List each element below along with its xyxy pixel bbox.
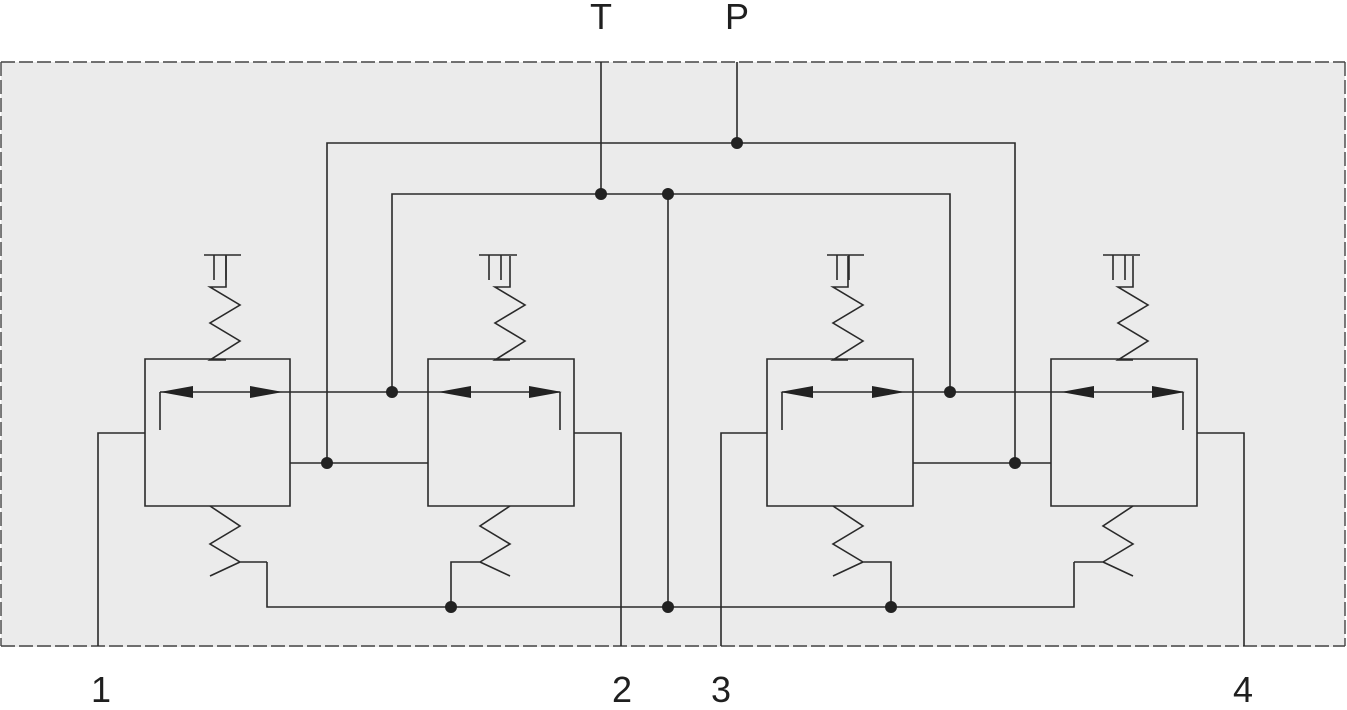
port-label-2: 2 <box>611 669 633 710</box>
pressure-header <box>327 143 1015 463</box>
spring-top-4 <box>1118 256 1148 360</box>
flow-arrow-left-4 <box>1061 386 1094 398</box>
junction-dot <box>944 386 956 398</box>
junction-dot <box>662 601 674 613</box>
port-label-1: 1 <box>90 669 112 710</box>
junction-dot <box>595 188 607 200</box>
spring-top-3 <box>833 256 863 360</box>
spring-bottom-3 <box>833 506 891 607</box>
junction-dot <box>386 386 398 398</box>
junction-dot <box>662 188 674 200</box>
junction-dot <box>731 137 743 149</box>
junction-dot <box>445 601 457 613</box>
port-2-line <box>574 433 621 646</box>
spring-bottom-1 <box>210 506 267 576</box>
flow-arrow-right-4 <box>1152 386 1185 398</box>
junction-dot <box>885 601 897 613</box>
port-1-line <box>98 433 145 646</box>
flow-arrow-left-2 <box>438 386 471 398</box>
port-4-line <box>1197 433 1244 646</box>
flow-arrow-left-3 <box>780 386 813 398</box>
flow-arrow-right-1 <box>250 386 283 398</box>
port-3-line <box>721 433 767 646</box>
port-label-t: T <box>590 0 612 37</box>
port-label-3: 3 <box>710 669 732 710</box>
spring-top-2 <box>495 256 525 360</box>
port-label-p: P <box>724 0 750 37</box>
spring-top-1 <box>210 256 240 360</box>
spring-bottom-2 <box>451 506 510 607</box>
junction-dot <box>1009 457 1021 469</box>
spring-bottom-4 <box>1074 506 1133 576</box>
junction-dot <box>321 457 333 469</box>
flow-arrow-left-1 <box>160 386 193 398</box>
flow-arrow-right-2 <box>529 386 562 398</box>
port-label-4: 4 <box>1232 669 1254 710</box>
manifold-border <box>1 62 1345 646</box>
manifold-block <box>1 62 1345 647</box>
flow-arrow-right-3 <box>872 386 905 398</box>
